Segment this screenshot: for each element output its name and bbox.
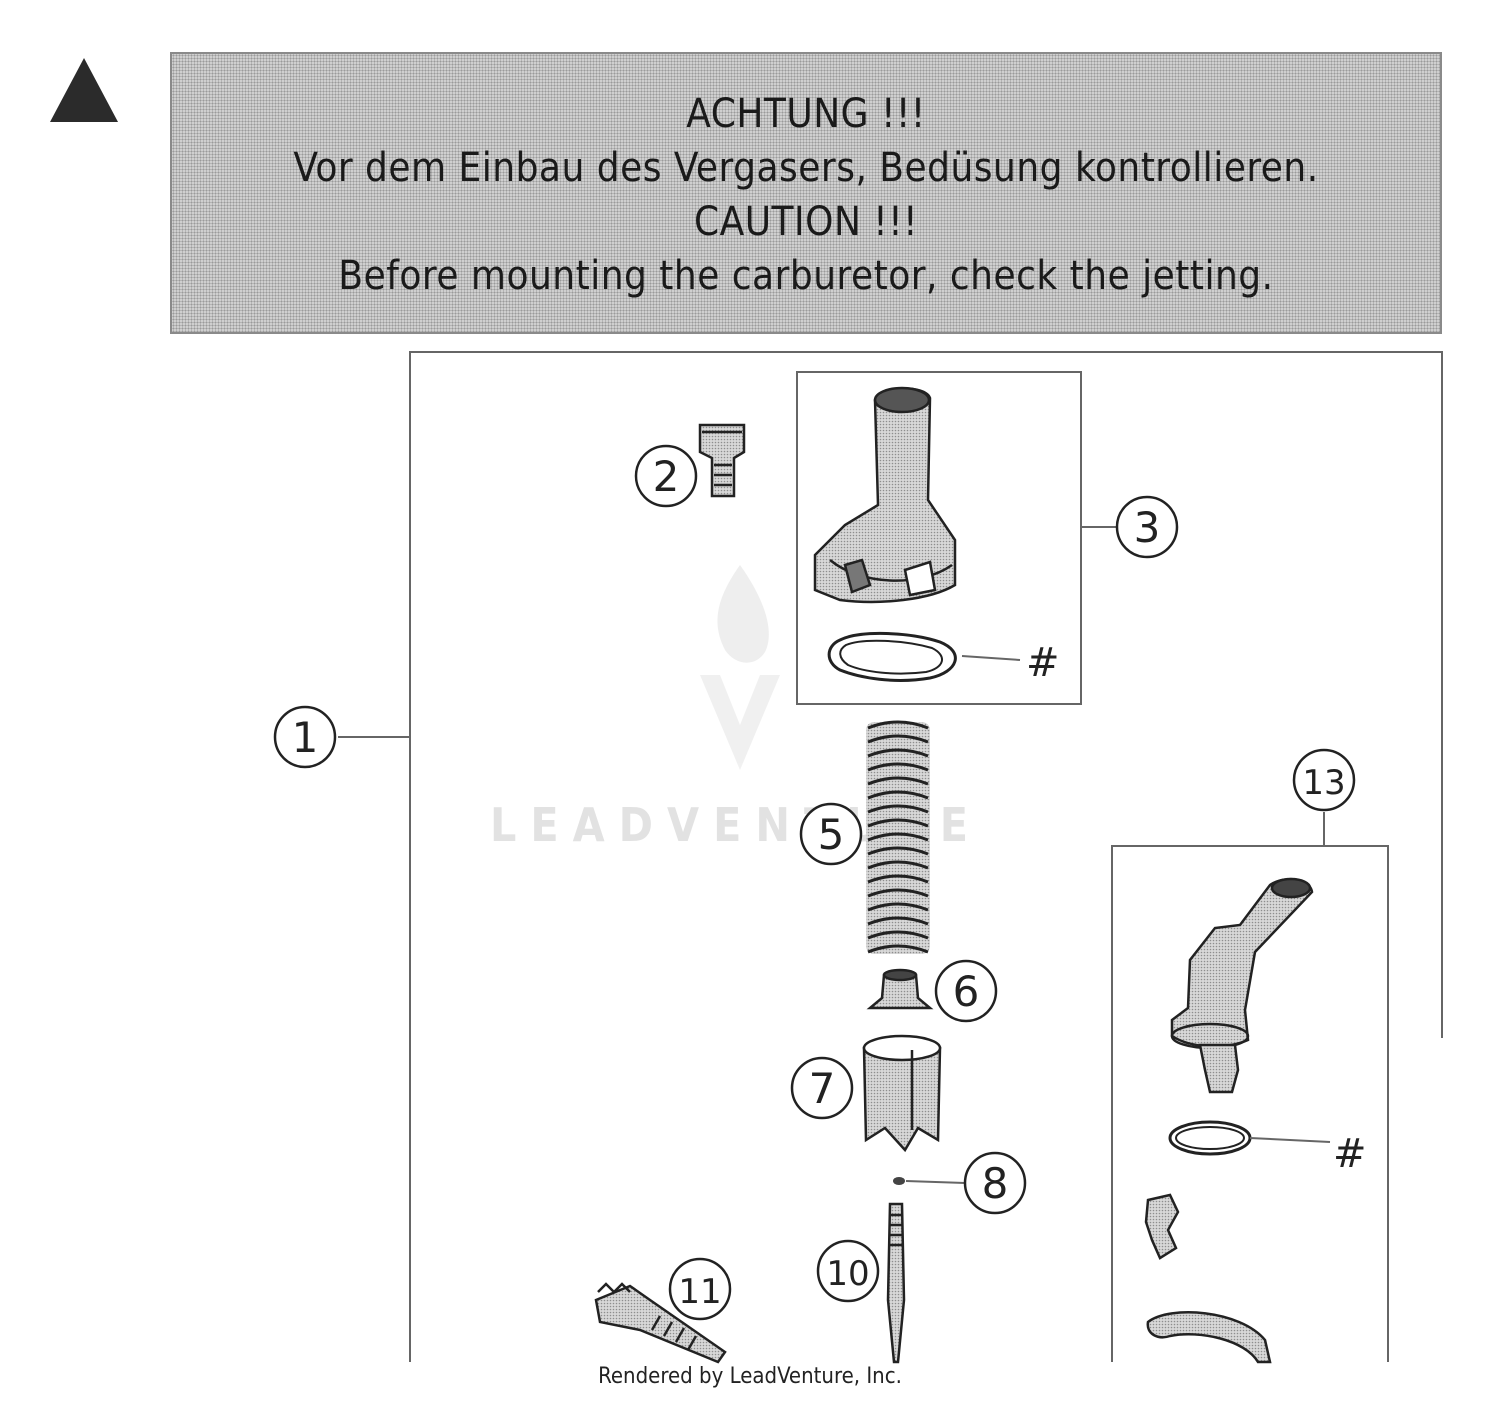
callout-11: 11 <box>668 1257 732 1321</box>
callout-11-label: 11 <box>678 1272 721 1312</box>
banner-text-en: Before mounting the carburetor, check th… <box>338 253 1274 299</box>
callout-1-label: 1 <box>292 713 319 762</box>
callout-8-label: 8 <box>982 1159 1009 1208</box>
clip-part-8 <box>893 1177 966 1185</box>
part-13-box <box>1111 812 1389 1362</box>
callout-5: 5 <box>799 802 863 866</box>
small-screw-part-13 <box>1144 1193 1180 1260</box>
callout-10: 10 <box>816 1239 880 1303</box>
watermark-logo <box>700 565 780 770</box>
footer-credit: Rendered by LeadVenture, Inc. <box>598 1364 902 1389</box>
callout-5-label: 5 <box>818 810 845 859</box>
callout-6-label: 6 <box>953 967 980 1016</box>
hash-label-b: # <box>1333 1131 1367 1177</box>
lever-part-13 <box>1146 1311 1272 1364</box>
caution-banner: ACHTUNG !!! Vor dem Einbau des Vergasers… <box>170 52 1442 334</box>
callout-2-label: 2 <box>653 452 680 501</box>
gasket-part-13 <box>1168 1120 1331 1156</box>
spring-part-5 <box>866 720 930 954</box>
carburetor-cover-part-3 <box>813 386 957 604</box>
warning-triangle-icon <box>50 58 118 122</box>
screw-part-2 <box>698 423 746 498</box>
callout-2: 2 <box>634 444 698 508</box>
callout-7-label: 7 <box>809 1064 836 1113</box>
callout-7: 7 <box>790 1056 854 1120</box>
banner-heading-en: CAUTION !!! <box>693 199 919 245</box>
callout-10-label: 10 <box>826 1254 869 1294</box>
assembly-bracket <box>338 351 1443 1362</box>
callout-3: 3 <box>1115 495 1179 559</box>
banner-text-de: Vor dem Einbau des Vergasers, Bedüsung k… <box>293 145 1319 191</box>
jet-needle-part-10 <box>886 1202 906 1364</box>
callout-3-label: 3 <box>1134 503 1161 552</box>
banner-heading-de: ACHTUNG !!! <box>686 91 926 137</box>
retainer-part-6 <box>866 968 934 1010</box>
callout-1: 1 <box>273 705 337 769</box>
throttle-slide-part-7 <box>862 1034 942 1153</box>
callout-8: 8 <box>963 1151 1027 1215</box>
callout-13: 13 <box>1292 748 1356 812</box>
carburetor-cover-part-13 <box>1170 877 1314 1094</box>
callout-6: 6 <box>934 959 998 1023</box>
gasket-part-3 <box>827 631 1021 682</box>
hash-label-a: # <box>1026 640 1060 686</box>
idle-screw-part-11 <box>594 1282 727 1364</box>
part-3-box <box>796 371 1118 705</box>
callout-13-label: 13 <box>1302 763 1345 803</box>
